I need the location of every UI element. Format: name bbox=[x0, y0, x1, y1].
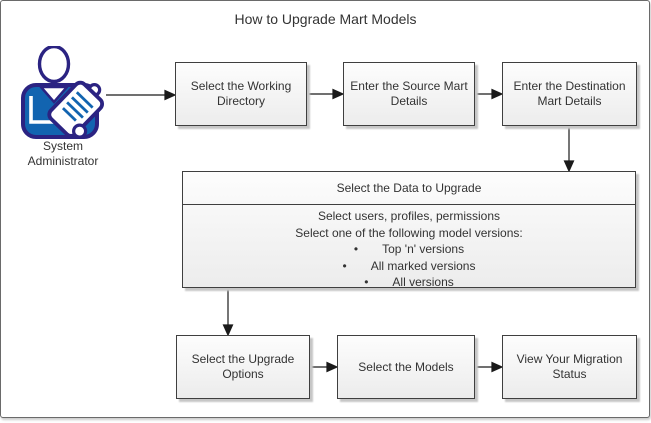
bullet-marker: • bbox=[353, 242, 359, 256]
arrow-models-to-migration-status bbox=[475, 361, 504, 373]
bullet-text: All versions bbox=[392, 275, 454, 289]
step-select-upgrade-options: Select the Upgrade Options bbox=[176, 335, 310, 399]
arrow-source-mart-to-destination-mart bbox=[475, 88, 504, 100]
step-enter-destination-mart-details: Enter the Destination Mart Details bbox=[502, 62, 637, 126]
step-view-migration-status: View Your Migration Status bbox=[502, 335, 637, 399]
arrow-data-upgrade-to-upgrade-options bbox=[222, 288, 234, 337]
diagram-title: How to Upgrade Mart Models bbox=[234, 11, 417, 27]
data-upgrade-line: Select users, profiles, permissions bbox=[317, 209, 501, 223]
step-label: Select the Models bbox=[358, 359, 454, 374]
bullet-text: All marked versions bbox=[370, 258, 476, 273]
step-select-the-models: Select the Models bbox=[337, 335, 475, 399]
data-upgrade-line: Select one of the following model versio… bbox=[295, 225, 523, 240]
arrow-working-directory-to-source-mart bbox=[308, 88, 345, 100]
step-label: Enter the Source Mart Details bbox=[350, 79, 468, 108]
bullet-item: • All marked versions bbox=[183, 258, 635, 275]
bullet-marker: • bbox=[364, 275, 369, 289]
clipboard bbox=[47, 80, 105, 139]
arrow-actor-to-working-directory bbox=[106, 89, 177, 101]
bullet-item: • Top 'n' versions bbox=[183, 241, 635, 258]
system-administrator-clipboard-icon bbox=[21, 46, 105, 139]
step-label: Enter the Destination Mart Details bbox=[513, 79, 626, 108]
bullet-item: • All versions bbox=[183, 274, 635, 291]
arrow-destination-mart-to-data-upgrade bbox=[563, 126, 575, 173]
step-label: View Your Migration Status bbox=[516, 352, 623, 381]
data-upgrade-details: Select users, profiles, permissions Sele… bbox=[183, 205, 635, 291]
arrow-upgrade-options-to-models bbox=[310, 361, 339, 373]
step-select-data-to-upgrade: Select the Data to Upgrade Select users,… bbox=[182, 171, 636, 291]
bullet-text: Top 'n' versions bbox=[382, 242, 465, 256]
step-label: Select the Upgrade Options bbox=[191, 352, 295, 381]
data-upgrade-header: Select the Data to Upgrade bbox=[183, 172, 635, 205]
bullet-marker: • bbox=[342, 258, 347, 273]
step-select-working-directory: Select the Working Directory bbox=[175, 62, 307, 126]
actor-label: System Administrator bbox=[27, 139, 99, 168]
step-enter-source-mart-details: Enter the Source Mart Details bbox=[343, 62, 475, 126]
step-label: Select the Working Directory bbox=[190, 79, 292, 108]
